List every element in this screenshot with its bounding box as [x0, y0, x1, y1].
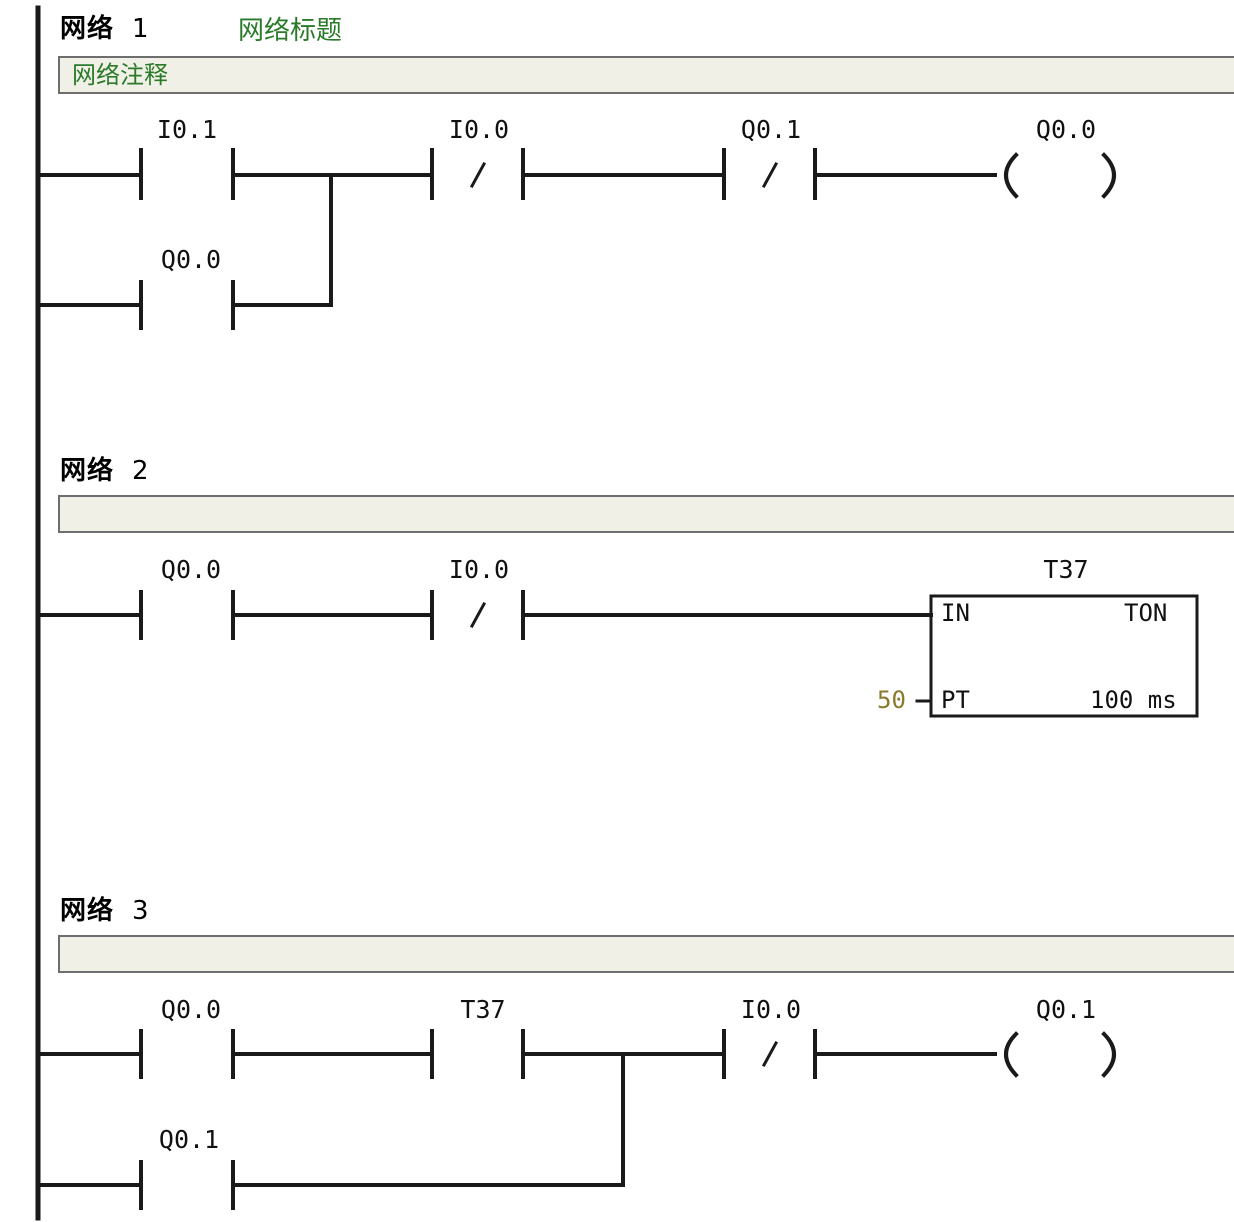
- network-1-header: 网络 1: [60, 8, 150, 45]
- addr-i00-n3: I0.0: [740, 995, 802, 1024]
- branch-q01: [36, 1052, 625, 1210]
- network-1-title[interactable]: 网络标题: [238, 16, 343, 46]
- contact-q00-n2: [139, 590, 235, 640]
- addr-q01-n1: Q0.1: [740, 115, 802, 144]
- timer-pt-value[interactable]: 50: [877, 686, 906, 714]
- timer-name: T37: [1043, 555, 1089, 584]
- addr-i00-n2: I0.0: [448, 555, 510, 584]
- network-3-label: 网络: [60, 896, 115, 926]
- timer-base-label: 100 ms: [1090, 686, 1177, 714]
- addr-q00-n2: Q0.0: [160, 555, 222, 584]
- coil-q01: [1004, 1031, 1116, 1078]
- network-2-label: 网络: [60, 456, 115, 486]
- contact-i00-nc: [430, 148, 525, 200]
- timer-type-label: TON: [1124, 599, 1168, 627]
- network-1-rungs: [36, 148, 1116, 330]
- network-1-number: 1: [132, 14, 150, 44]
- addr-t37-n3: T37: [460, 995, 506, 1024]
- addr-q00-branch: Q0.0: [160, 245, 222, 274]
- network-1-comment[interactable]: 网络注释: [58, 56, 1234, 94]
- network-2-comment[interactable]: [58, 495, 1234, 533]
- branch-q00: [36, 173, 333, 330]
- contact-t37-n3: [430, 1029, 525, 1079]
- network-3-header: 网络 3: [60, 890, 150, 927]
- addr-coil-q01: Q0.1: [1035, 995, 1097, 1024]
- contact-i00-nc-n3: [722, 1029, 817, 1079]
- network-2-header: 网络 2: [60, 450, 150, 487]
- timer-in-label: IN: [941, 599, 970, 627]
- network-1-label: 网络: [60, 14, 115, 44]
- addr-q00-n3: Q0.0: [160, 995, 222, 1024]
- coil-q00: [1004, 152, 1116, 199]
- network-3-number: 3: [132, 896, 150, 926]
- addr-i00-n1: I0.0: [448, 115, 510, 144]
- addr-i01: I0.1: [156, 115, 218, 144]
- contact-i00-nc-n2: [430, 590, 525, 640]
- addr-coil-q00: Q0.0: [1035, 115, 1097, 144]
- network-3-rungs: [36, 1029, 1116, 1210]
- contact-q00-n3: [139, 1029, 235, 1079]
- addr-q01-branch: Q0.1: [158, 1125, 220, 1154]
- network-2-rungs: [36, 590, 1199, 718]
- contact-i01: [139, 148, 235, 200]
- network-2-number: 2: [132, 456, 150, 486]
- timer-t37-box: [929, 594, 1199, 718]
- network-3-comment[interactable]: [58, 935, 1234, 973]
- timer-pt-label: PT: [941, 686, 970, 714]
- contact-q01-nc: [722, 148, 817, 200]
